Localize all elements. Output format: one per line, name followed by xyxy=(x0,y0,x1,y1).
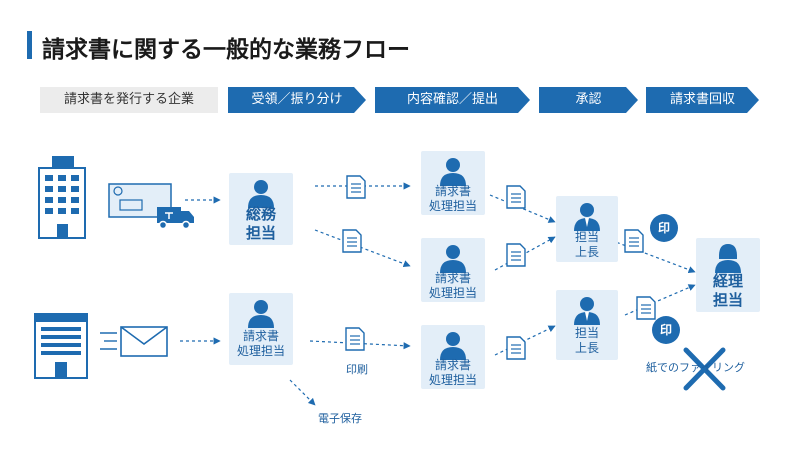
document-icon xyxy=(506,185,526,209)
person-icon xyxy=(715,244,741,273)
stage-issuer: 請求書を発行する企業 xyxy=(40,87,218,113)
document-icon xyxy=(506,336,526,360)
document-icon xyxy=(506,243,526,267)
role-label: 請求書 処理担当 xyxy=(428,358,477,387)
role-invoice-handler: 請求書 処理担当 xyxy=(421,151,485,215)
role-accounting: 経理 担当 xyxy=(696,238,760,312)
e-storage-label: 電子保存 xyxy=(318,412,362,425)
role-invoice-handler: 請求書 処理担当 xyxy=(421,325,485,389)
role-label: 経理 担当 xyxy=(712,272,743,309)
person-icon xyxy=(440,158,466,186)
document-icon xyxy=(346,175,366,199)
role-label: 担当 上長 xyxy=(574,230,599,259)
stage-receive: 受領／振り分け xyxy=(228,87,366,113)
office-building-icon xyxy=(34,313,88,379)
paper-filing-label: 紙でのファイリング xyxy=(646,361,745,374)
page-title: 請求書に関する一般的な業務フロー xyxy=(42,37,410,63)
document-icon xyxy=(636,296,656,320)
person-icon xyxy=(440,245,466,273)
document-icon xyxy=(624,229,644,253)
role-label: 請求書 処理担当 xyxy=(236,329,285,358)
person-icon xyxy=(248,180,274,208)
stage-approve: 承認 xyxy=(539,87,638,113)
role-label: 担当 上長 xyxy=(574,326,599,355)
person-icon xyxy=(440,332,466,360)
role-label: 請求書 処理担当 xyxy=(428,184,477,213)
delivery-truck-icon xyxy=(157,207,194,230)
role-label: 請求書 処理担当 xyxy=(428,271,477,300)
role-invoice-handler: 請求書 処理担当 xyxy=(229,293,293,365)
person-icon xyxy=(248,300,274,328)
role-manager: 担当 上長 xyxy=(556,196,618,262)
person-icon xyxy=(574,297,600,325)
stage-check: 内容確認／提出 xyxy=(375,87,530,113)
document-icon xyxy=(345,327,365,351)
approval-stamp: 印 xyxy=(650,214,678,242)
role-label: 総務 担当 xyxy=(245,205,276,242)
cross-mark-icon xyxy=(683,347,726,391)
approval-stamp: 印 xyxy=(652,316,680,344)
office-building-icon xyxy=(38,156,86,239)
stage-collect: 請求書回収 xyxy=(646,87,759,113)
role-manager: 担当 上長 xyxy=(556,290,618,360)
document-icon xyxy=(342,229,362,253)
person-icon xyxy=(574,203,600,231)
print-label: 印刷 xyxy=(346,363,368,376)
role-invoice-handler: 請求書 処理担当 xyxy=(421,238,485,302)
role-general-affairs: 総務 担当 xyxy=(229,173,293,245)
mail-envelope-icon xyxy=(100,326,168,357)
title-accent-bar xyxy=(27,31,32,59)
